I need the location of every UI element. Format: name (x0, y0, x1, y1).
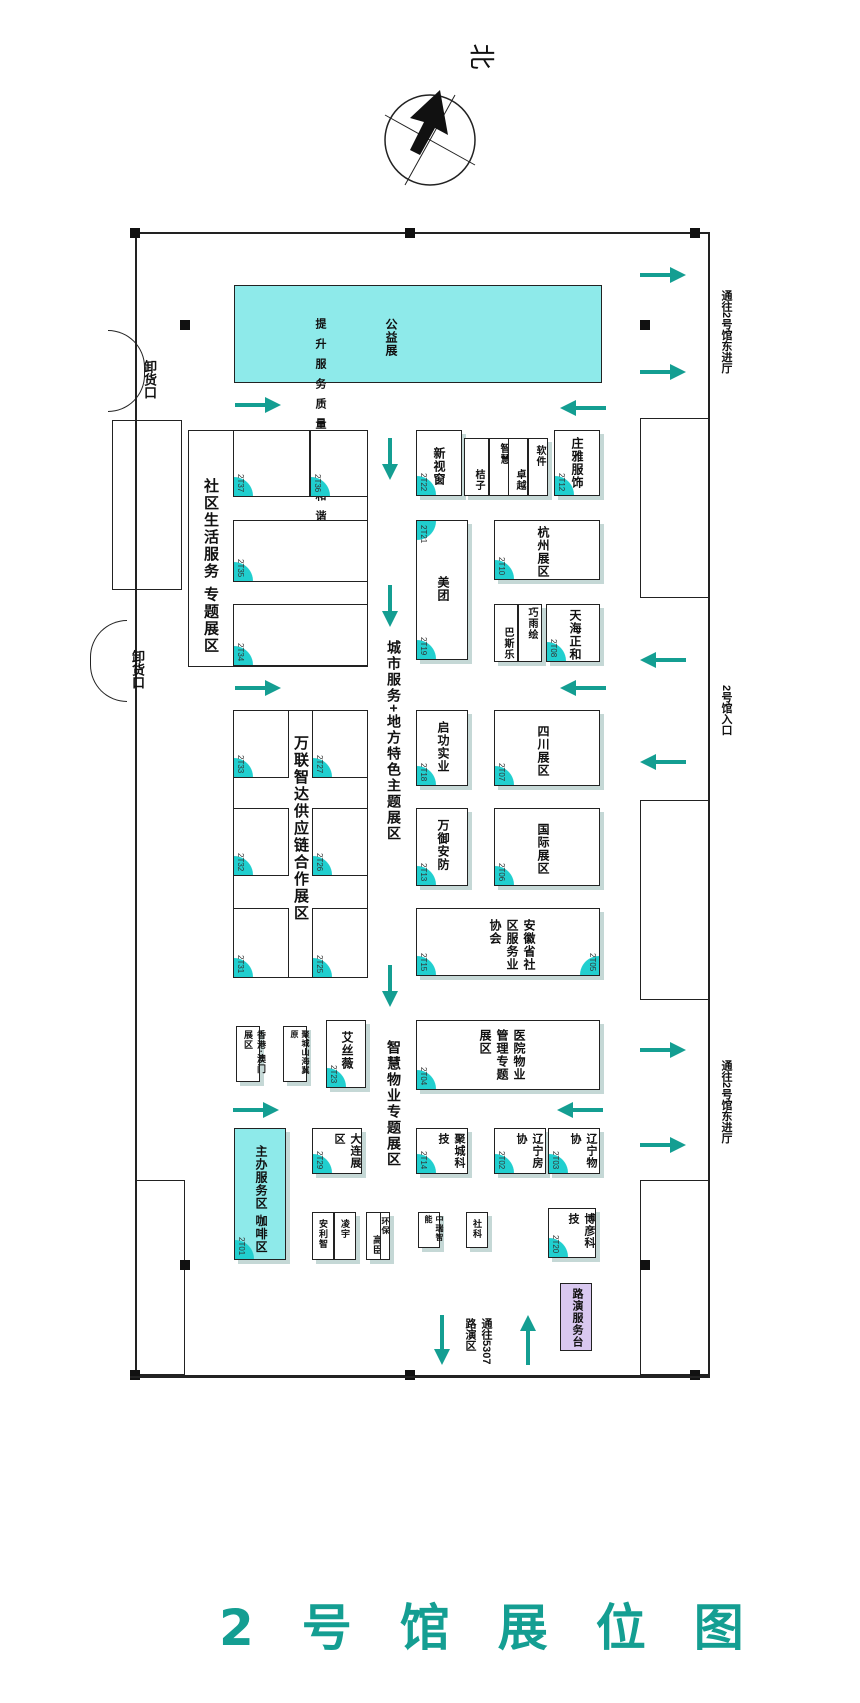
east-hall-top-label: 通往2号馆东进厅 (720, 290, 732, 374)
booth-2T34[interactable]: 2T34 (233, 604, 368, 666)
pillar (640, 320, 650, 330)
booth-jizi[interactable]: 桔子 (464, 438, 489, 496)
arrow-up-icon (520, 1315, 536, 1365)
booth-2T32[interactable]: 2T32 (233, 808, 289, 876)
unload-label-mid: 卸货口 (130, 650, 145, 689)
hall-entrance-label: 2号馆入口 (720, 685, 732, 736)
arrow-right-icon (640, 1137, 686, 1153)
booth-2T25[interactable]: 2T25 (312, 908, 368, 978)
pillar (130, 228, 140, 238)
booth-lingyu[interactable]: 凌宇 (334, 1212, 356, 1260)
public-welfare-label: 公益展 (384, 318, 398, 357)
pillar (130, 1370, 140, 1380)
right-annex-top (640, 418, 710, 598)
arrow-down-icon (382, 585, 398, 627)
compass-arrow-icon (384, 90, 476, 186)
road-show-label: 通往5307路演区 (464, 1318, 492, 1365)
pillar (180, 320, 190, 330)
arrow-back-icon (640, 754, 686, 770)
arrow-back-icon (557, 1102, 603, 1118)
booth-2T31[interactable]: 2T31 (233, 908, 289, 978)
pillar (180, 1260, 190, 1270)
booth-2T36[interactable]: 2T36 (310, 430, 368, 497)
arrow-down-icon (434, 1315, 450, 1365)
booth-zhongzhi[interactable]: 中瑞智能 (418, 1212, 444, 1248)
booth-juchengshan[interactable]: 聚城山海冀原 (283, 1026, 310, 1082)
booth-2T37[interactable]: 2T37 (233, 430, 310, 497)
pillar (405, 228, 415, 238)
arrow-right-icon (640, 1042, 686, 1058)
booth-shekeji[interactable]: 社科 (466, 1212, 488, 1248)
arrow-left-icon (640, 267, 686, 283)
arrow-right-icon (235, 680, 281, 696)
booth-2T35[interactable]: 2T35 (233, 520, 368, 582)
wanlian-zone-label: 万联智达供应链合作展区 (292, 735, 309, 922)
public-welfare-zone[interactable] (234, 285, 602, 383)
bottom-wall-detail (130, 1370, 710, 1378)
arrow-right-icon (235, 397, 281, 413)
page-title: 2号馆展位图 (219, 1599, 792, 1657)
pillar (405, 1370, 415, 1380)
booth-hk-macau[interactable]: 香港·澳门展区 (236, 1026, 266, 1082)
arrow-left-icon (640, 364, 686, 380)
smart-zone-label: 智慧物业专题展区 (386, 1040, 402, 1168)
road-show-desk[interactable]: 路演服务台 (560, 1283, 592, 1351)
unload-label-top: 卸货口 (142, 360, 157, 399)
booth-balesi[interactable]: 巴斯乐 (494, 604, 518, 662)
north-label: 北 (466, 43, 497, 70)
arrow-down-icon (382, 438, 398, 480)
booth-huanbao[interactable]: 环保 (380, 1212, 390, 1260)
arrow-back-icon (560, 400, 606, 416)
left-annex (112, 420, 182, 590)
arrow-back-icon (560, 680, 606, 696)
left-annex-bottom (135, 1180, 185, 1375)
booth-2T27[interactable]: 2T27 (312, 710, 368, 778)
unload-door-mid-icon (90, 620, 127, 702)
booth-anlizhi[interactable]: 安利智 (312, 1212, 334, 1260)
city-zone-label: 城市服务+地方特色主题展区 (386, 640, 402, 843)
pillar (690, 228, 700, 238)
compass (380, 80, 490, 190)
right-annex-bottom (640, 1180, 710, 1375)
arrow-back-icon (640, 652, 686, 668)
booth-zhuoyue[interactable]: 卓越 (508, 438, 528, 496)
east-hall-bottom-label: 通往2号馆东进厅 (720, 1060, 732, 1144)
pillar (690, 1370, 700, 1380)
hall-outline (135, 232, 710, 1377)
booth-qiaoyongjiang[interactable]: 巧雨绘 (518, 604, 542, 662)
right-annex-mid (640, 800, 710, 1000)
booth-2T33[interactable]: 2T33 (233, 710, 289, 778)
pillar (640, 1260, 650, 1270)
booth-2T26[interactable]: 2T26 (312, 808, 368, 876)
arrow-down-icon (382, 965, 398, 1007)
community-zone-label: 社区生活服务 专题展区 (202, 478, 219, 655)
arrow-right-icon (233, 1102, 279, 1118)
booth-ruanjian[interactable]: 软件 (528, 438, 548, 496)
